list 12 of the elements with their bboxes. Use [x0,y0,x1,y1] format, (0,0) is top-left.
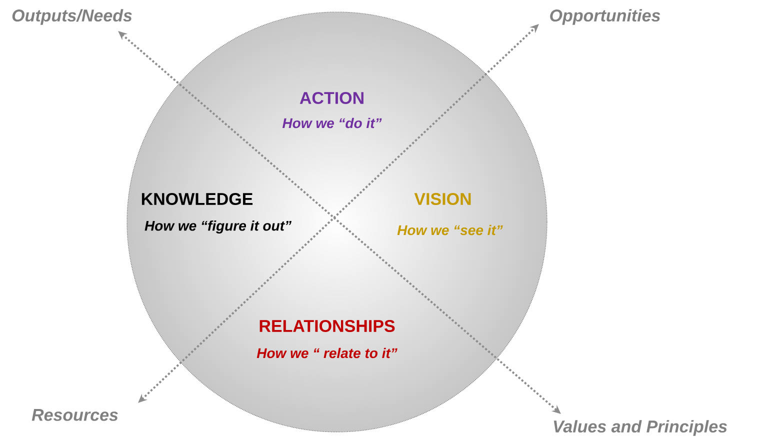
quadrant-heading: KNOWLEDGE [142,192,253,205]
corner-label: Opportunities [550,9,660,25]
quadrant-subtitle: How we “see it” [397,224,503,236]
quadrant-subtitle: How we “ relate to it” [256,348,398,358]
quadrant-heading: VISION [414,192,471,205]
quadrant-subtitle: How we “do it” [282,118,382,128]
corner-label: Outputs/Needs [12,9,132,25]
corner-label: Values and Principles [554,420,727,436]
quadrant-subtitle: How we “figure it out” [144,220,292,234]
quadrant-heading: ACTION [300,92,364,104]
corner-label: Resources [32,409,118,421]
quadrant-heading: RELATIONSHIPS [260,320,395,332]
